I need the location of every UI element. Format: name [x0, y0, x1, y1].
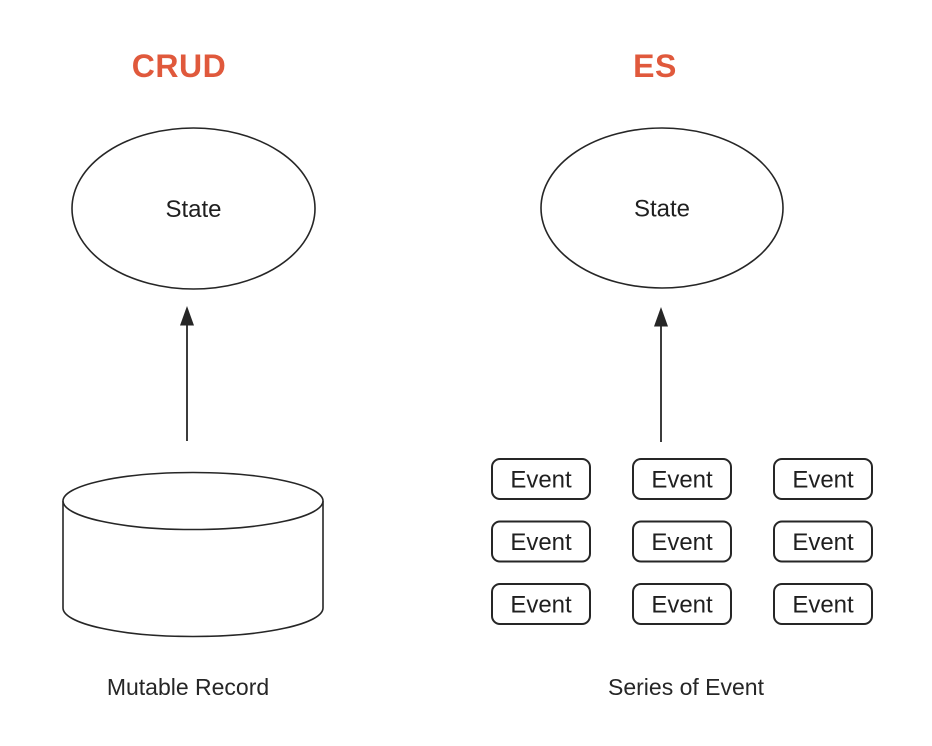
event-box-label: Event	[792, 592, 854, 619]
event-box: Event	[491, 520, 591, 563]
crud-store-label: Mutable Record	[106, 674, 270, 700]
crud-arrow	[180, 306, 194, 441]
event-box-label: Event	[792, 529, 854, 556]
event-box-rect	[632, 458, 732, 500]
crud-state-label: State	[165, 196, 221, 223]
event-box: Event	[773, 520, 873, 563]
es-state-label: State	[634, 196, 690, 223]
event-box-rect	[491, 458, 591, 500]
event-box-rect	[773, 520, 873, 563]
event-box-label: Event	[510, 592, 572, 619]
event-box-rect	[632, 520, 732, 563]
database-cylinder-icon	[62, 471, 324, 638]
crud-state-ellipse	[71, 127, 316, 290]
es-arrow	[654, 307, 668, 442]
event-box: Event	[632, 520, 732, 563]
event-box-rect	[491, 520, 591, 563]
event-box: Event	[491, 458, 591, 500]
crud-section-title: CRUD	[131, 48, 227, 84]
event-box-label: Event	[651, 467, 713, 494]
event-box: Event	[632, 583, 732, 625]
event-box-label: Event	[792, 467, 854, 494]
event-box-label: Event	[651, 592, 713, 619]
es-store-label: Series of Event	[608, 674, 764, 700]
event-box: Event	[491, 583, 591, 625]
event-box-rect	[491, 583, 591, 625]
event-box-rect	[632, 583, 732, 625]
event-box-rect	[773, 458, 873, 500]
es-section-title: ES	[633, 48, 677, 84]
event-box-rect	[773, 583, 873, 625]
es-state-ellipse	[540, 127, 784, 289]
event-box-label: Event	[651, 529, 713, 556]
event-box: Event	[773, 583, 873, 625]
event-box: Event	[773, 458, 873, 500]
crud-arrow-head-icon	[180, 306, 194, 326]
event-box-label: Event	[510, 529, 572, 556]
es-arrow-head-icon	[654, 307, 668, 327]
cylinder-body	[62, 501, 324, 638]
event-box-label: Event	[510, 467, 572, 494]
cylinder-top	[62, 471, 324, 531]
event-box: Event	[632, 458, 732, 500]
